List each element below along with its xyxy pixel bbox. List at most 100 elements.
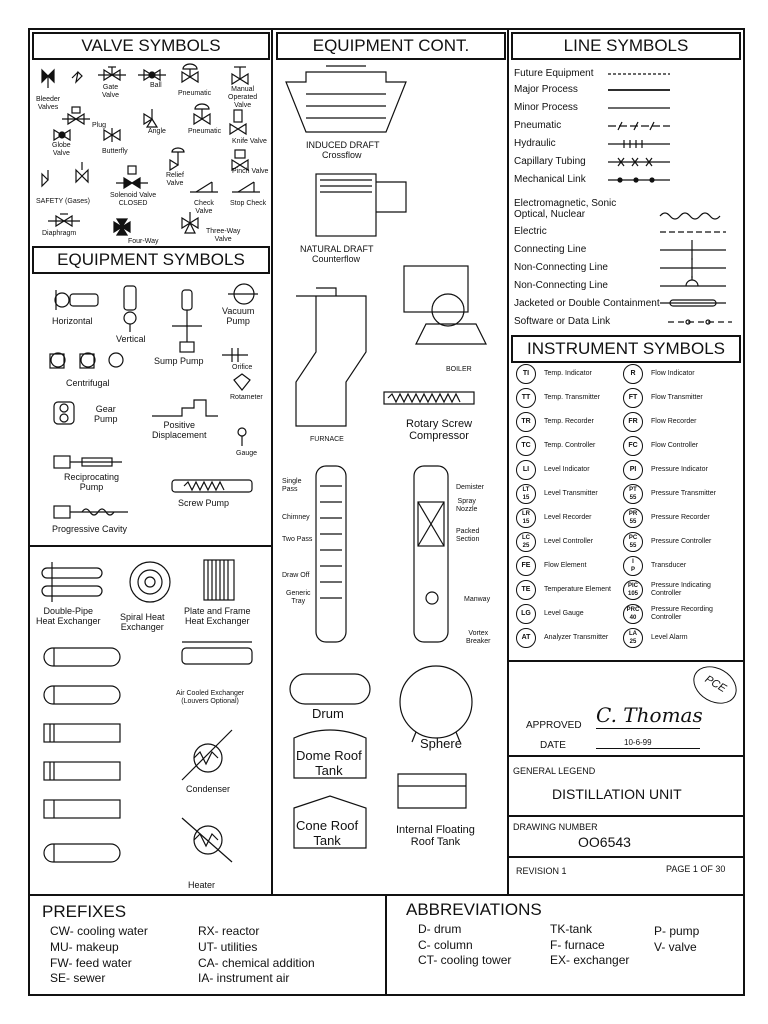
plate-frame-label: Plate and Frame Heat Exchanger	[184, 606, 251, 626]
air-cooled-label: Air Cooled Exchanger (Louvers Optional)	[176, 690, 245, 705]
line-label: Software or Data Link	[514, 316, 611, 327]
instrument-bubble: TI	[516, 364, 536, 384]
line-symbols-header: LINE SYMBOLS	[511, 32, 741, 60]
boiler-label: BOILER	[446, 366, 472, 373]
drum-label: Drum	[312, 706, 344, 721]
manual-label: Manual Operated Valve	[228, 86, 258, 109]
instrument-label: Pressure Controller	[651, 538, 712, 545]
instrument-bubble: PT 55	[623, 484, 643, 504]
reciprocating-label: Reciprocating Pump	[64, 472, 120, 492]
pneumatic2-label: Pneumatic	[188, 128, 222, 135]
date-value: 10-6-99	[624, 738, 652, 747]
instrument-label: Level Controller	[544, 538, 594, 545]
line-label: Major Process	[514, 84, 578, 95]
natural-draft-label: NATURAL DRAFT	[300, 244, 374, 254]
instrument-label: Temp. Indicator	[544, 370, 592, 377]
line-label: Mechanical Link	[514, 174, 586, 185]
counterflow-label: Counterflow	[312, 254, 361, 264]
instrument-bubble: TT	[516, 388, 536, 408]
instrument-label: Pressure Recording Controller	[651, 606, 713, 621]
bleeder-label: Bleeder Valves	[36, 96, 61, 111]
line-label: Hydraulic	[514, 138, 556, 149]
instrument-bubble: PRC 40	[623, 604, 643, 624]
three-way-label: Three-Way Valve	[206, 228, 241, 243]
page-label: PAGE 1 OF 30	[666, 864, 726, 874]
double-pipe-label: Double-Pipe Heat Exchanger	[36, 606, 101, 626]
prefix-item: RX- reactor	[198, 924, 260, 938]
instrument-label: Level Gauge	[544, 610, 584, 617]
sphere-label: Sphere	[420, 736, 462, 751]
divider-legend	[507, 755, 745, 757]
packed-section-label: Packed Section	[456, 528, 480, 543]
divider-title-block	[507, 660, 745, 662]
rotameter-label: Rotameter	[230, 394, 263, 401]
four-way-label: Four-Way	[128, 238, 159, 245]
cone-roof-label: Cone Roof Tank	[296, 818, 359, 848]
instrument-label: Flow Transmitter	[651, 394, 703, 401]
butterfly-label: Butterfly	[102, 148, 128, 155]
positive-displacement-label: Positive Displacement	[152, 420, 207, 440]
line-label: Electric	[514, 226, 547, 237]
instrument-label: Pressure Transmitter	[651, 490, 716, 497]
pinch-label: Pinch Valve	[232, 168, 269, 175]
relief-label: Relief Valve	[166, 172, 184, 187]
manway-label: Manway	[464, 596, 491, 603]
divider-revision	[507, 856, 745, 858]
plug-label: Plug	[92, 122, 107, 129]
spray-nozzle-label: Spray Nozzle	[456, 498, 478, 513]
abbreviation-item: D- drum	[418, 922, 462, 936]
instrument-bubble: FR	[623, 412, 643, 432]
instrument-bubble: TE	[516, 580, 536, 600]
line-label: Non-Connecting Line	[514, 262, 608, 273]
instrument-bubble: FC	[623, 436, 643, 456]
instrument-label: Flow Controller	[651, 442, 699, 449]
prefix-item: IA- instrument air	[198, 971, 290, 985]
general-legend-value: DISTILLATION UNIT	[552, 786, 682, 802]
abbreviation-item: TK-tank	[550, 922, 593, 936]
centrifugal-label: Centrifugal	[66, 378, 110, 388]
equipment-cont-header: EQUIPMENT CONT.	[276, 32, 506, 60]
prefix-item: MU- makeup	[50, 940, 119, 954]
instrument-bubble: TC	[516, 436, 536, 456]
instrument-label: Pressure Indicating Controller	[651, 582, 711, 597]
equipment-symbols-header: EQUIPMENT SYMBOLS	[32, 246, 270, 274]
abbreviation-item: V- valve	[654, 940, 697, 954]
divider-prefix-abbr	[385, 894, 387, 996]
valve-symbols-drawing	[41, 63, 260, 236]
instrument-bubble: LA 25	[623, 628, 643, 648]
instrument-bubble: I P	[623, 556, 643, 576]
generic-tray-label: Generic Tray	[286, 590, 311, 605]
ball-label: Ball	[150, 82, 162, 89]
valve-symbols-header: VALVE SYMBOLS	[32, 32, 270, 60]
internal-floating-label: Internal Floating Roof Tank	[396, 824, 475, 848]
horizontal-label: Horizontal	[52, 316, 93, 326]
globe-label: Globe Valve	[52, 142, 71, 157]
instrument-label: Temp. Transmitter	[544, 394, 601, 401]
stop-check-label: Stop Check	[230, 200, 267, 207]
instrument-label: Level Indicator	[544, 466, 590, 473]
instrument-label: Analyzer Transmitter	[544, 634, 609, 641]
line-label: Non-Connecting Line	[514, 280, 608, 291]
instrument-label: Flow Indicator	[651, 370, 695, 377]
prefix-item: CA- chemical addition	[198, 956, 315, 970]
condenser-label: Condenser	[186, 784, 231, 794]
instrument-bubble: PIC 105	[623, 580, 643, 600]
instrument-bubble: LR 15	[516, 508, 536, 528]
angle-label: Angle	[148, 128, 166, 135]
approved-label: APPROVED	[526, 720, 582, 731]
instrument-label: Flow Element	[544, 562, 587, 569]
instrument-label: Pressure Indicator	[651, 466, 708, 473]
line-label: Jacketed or Double Containment	[514, 298, 660, 309]
exchanger-symbols-drawing	[41, 559, 253, 863]
diaphragm-label: Diaphragm	[42, 230, 77, 237]
equipment-cont-drawing	[285, 65, 487, 849]
equipment-symbols-drawing	[49, 283, 258, 519]
signature: C. Thomas	[596, 703, 703, 727]
drawing-number-label: DRAWING NUMBER	[513, 822, 598, 832]
line-label: Electromagnetic, Sonic Optical, Nuclear	[514, 198, 617, 220]
divider-exchangers	[28, 545, 273, 547]
instrument-label: Temperature Element	[544, 586, 611, 593]
spiral-heat-label: Spiral Heat Exchanger	[120, 612, 165, 632]
instrument-bubble: TR	[516, 412, 536, 432]
drawing-number-value: OO6543	[578, 834, 631, 850]
